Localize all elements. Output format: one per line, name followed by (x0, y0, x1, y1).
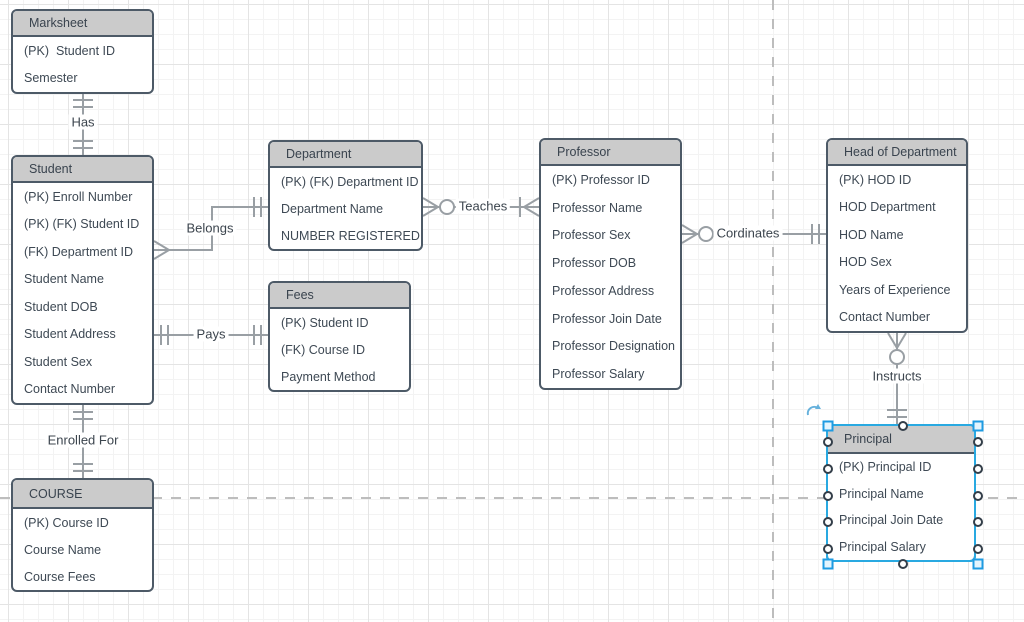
entity-row[interactable]: Student Name (24, 272, 104, 287)
entity-row[interactable]: (PK) (FK) Student ID (24, 217, 140, 232)
entity-row[interactable]: (FK) Course ID (281, 342, 366, 357)
entity-row[interactable]: Student Sex (24, 354, 93, 369)
connection-point[interactable] (973, 543, 983, 554)
entity-row[interactable]: Years of Experience (839, 282, 951, 297)
entity-row[interactable]: (PK) Student ID (24, 43, 116, 58)
entity-row[interactable]: Professor Address (552, 283, 655, 298)
entity-row[interactable]: (PK) (FK) Department ID (281, 174, 419, 189)
connector-label-teaches[interactable]: Teaches (455, 198, 511, 214)
entity-row[interactable]: Professor Join Date (552, 311, 662, 326)
entity-header[interactable]: Professor (541, 140, 680, 166)
entity-header[interactable]: COURSE (13, 480, 152, 509)
entity-row[interactable]: (FK) Department ID (24, 244, 134, 259)
entity-row[interactable]: Professor DOB (552, 256, 637, 271)
entity-row[interactable]: (PK) Principal ID (839, 460, 932, 475)
connector-label-enrolled-for[interactable]: Enrolled For (44, 432, 122, 448)
entity-row[interactable]: Principal Salary (839, 539, 926, 554)
entity-head-of-department[interactable]: Head of Department (PK) HOD ID HOD Departm… (826, 138, 968, 333)
entity-row[interactable]: Principal Join Date (839, 513, 944, 528)
connector-label-has[interactable]: Has (68, 114, 98, 130)
rotate-handle-icon[interactable] (804, 402, 822, 420)
entity-row[interactable]: (PK) Course ID (24, 515, 109, 530)
entity-header[interactable]: Student (13, 157, 152, 183)
entity-row[interactable]: Course Fees (24, 569, 96, 584)
entity-row[interactable]: Professor Designation (552, 339, 675, 354)
entity-professor[interactable]: Professor (PK) Professor ID Professor Name… (539, 138, 682, 390)
entity-row[interactable]: Professor Sex (552, 228, 631, 243)
connection-point[interactable] (823, 437, 833, 447)
entity-row[interactable]: Semester (24, 71, 78, 86)
connection-point[interactable] (823, 464, 833, 475)
connection-point[interactable] (898, 421, 908, 431)
connector-label-pays[interactable]: Pays (193, 326, 229, 342)
selection-handle-nw[interactable] (822, 420, 834, 432)
connector-label-instructs[interactable]: Instructs (869, 368, 925, 384)
entity-row[interactable]: Professor Salary (552, 367, 645, 382)
entity-row[interactable]: Student Address (24, 327, 116, 342)
page-break-horizontal (0, 497, 1024, 499)
entity-row[interactable]: Contact Number (24, 382, 116, 397)
entity-header[interactable]: Head of Department (828, 140, 966, 166)
entity-row[interactable]: HOD Sex (839, 255, 892, 270)
connector-label-cordinates[interactable]: Cordinates (713, 225, 783, 241)
entity-row[interactable]: Department Name (281, 201, 384, 216)
entity-row[interactable]: Professor Name (552, 200, 643, 215)
entity-row[interactable]: (PK) HOD ID (839, 172, 912, 187)
connection-point[interactable] (823, 543, 833, 554)
entity-row[interactable]: Course Name (24, 542, 102, 557)
entity-row[interactable]: (PK) Professor ID (552, 172, 650, 187)
entity-header[interactable]: Department (270, 142, 421, 168)
entity-row[interactable]: Contact Number (839, 310, 931, 325)
entity-row[interactable]: HOD Name (839, 227, 904, 242)
entity-row[interactable]: NUMBER REGISTERED (281, 228, 420, 243)
connection-point[interactable] (973, 517, 983, 528)
connection-point[interactable] (973, 464, 983, 475)
entity-row[interactable]: HOD Department (839, 200, 936, 215)
entity-header[interactable]: Marksheet (13, 11, 152, 37)
entity-fees[interactable]: Fees (PK) Student ID (FK) Course ID Payment… (268, 281, 411, 392)
selection-handle-sw[interactable] (822, 558, 834, 570)
page-break-vertical (772, 0, 774, 622)
connection-point[interactable] (823, 517, 833, 528)
entity-header[interactable]: Fees (270, 283, 409, 309)
connector-label-belongs[interactable]: Belongs (183, 220, 237, 236)
entity-row[interactable]: (PK) Student ID (281, 315, 369, 330)
connection-point[interactable] (973, 490, 983, 501)
entity-department[interactable]: Department (PK) (FK) Department ID Departm… (268, 140, 423, 251)
connection-point[interactable] (973, 437, 983, 447)
connection-point[interactable] (823, 490, 833, 501)
entity-row[interactable]: (PK) Enroll Number (24, 189, 133, 204)
entity-row[interactable]: Student DOB (24, 299, 98, 314)
selection-handle-se[interactable] (972, 558, 984, 570)
selection-handle-ne[interactable] (972, 420, 984, 432)
connection-point[interactable] (898, 559, 908, 569)
entity-student[interactable]: Student (PK) Enroll Number (PK) (FK) Stude… (11, 155, 154, 405)
entity-row[interactable]: Principal Name (839, 486, 924, 501)
entity-marksheet[interactable]: Marksheet (PK) Student ID Semester (11, 9, 154, 94)
entity-row[interactable]: Payment Method (281, 369, 376, 384)
